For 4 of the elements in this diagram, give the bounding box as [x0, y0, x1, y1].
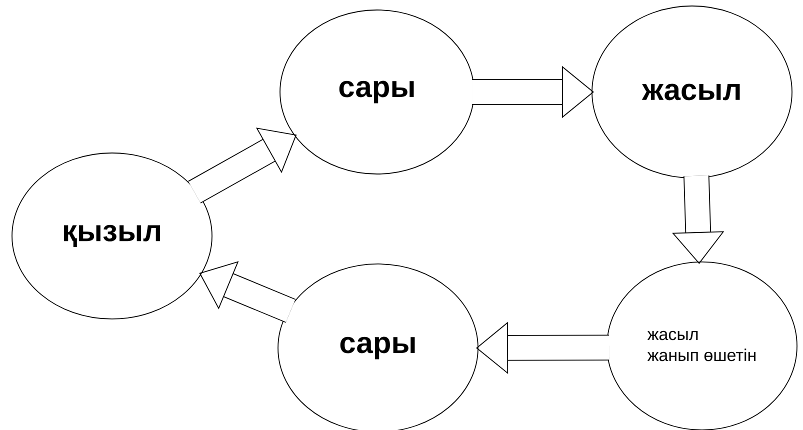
circle-node: сары	[280, 10, 474, 174]
block-arrow	[199, 261, 296, 323]
circle-node: жасыл	[592, 6, 792, 178]
circle-node: қызыл	[12, 152, 212, 320]
